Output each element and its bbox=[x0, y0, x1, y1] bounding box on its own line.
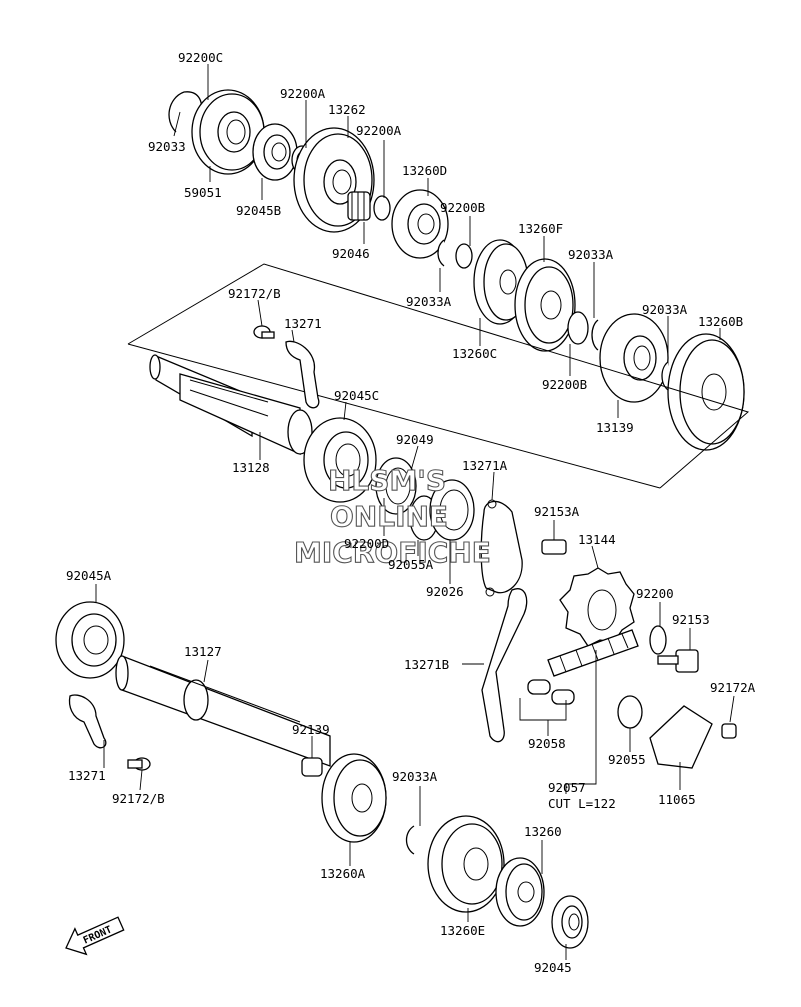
part-oring-92055 bbox=[617, 695, 643, 729]
part-washer-92200 bbox=[649, 625, 667, 655]
label-92200B-2: 92200B bbox=[542, 377, 587, 392]
label-13260A: 13260A bbox=[320, 866, 366, 881]
part-bearing-92045C bbox=[303, 417, 377, 503]
label-13262: 13262 bbox=[328, 102, 366, 117]
label-92026: 92026 bbox=[426, 584, 464, 599]
part-gear-13260B bbox=[667, 333, 745, 451]
label-92049: 92049 bbox=[396, 432, 434, 447]
label-92057: 92057 bbox=[548, 780, 586, 795]
leader-lines bbox=[95, 64, 735, 960]
part-bolt-92172A bbox=[721, 723, 737, 739]
label-92045C: 92045C bbox=[334, 388, 379, 403]
part-bolt-92172B-top bbox=[253, 325, 275, 339]
label-92200B-1: 92200B bbox=[440, 200, 485, 215]
label-13260B: 13260B bbox=[698, 314, 743, 329]
part-plate-13271A bbox=[480, 499, 523, 597]
front-arrow: FRONT bbox=[65, 916, 125, 956]
label-59051: 59051 bbox=[184, 185, 222, 200]
label-92200C: 92200C bbox=[178, 50, 223, 65]
label-92172A: 92172A bbox=[710, 680, 756, 695]
label-92172B-top: 92172/B bbox=[228, 286, 281, 301]
part-chain-92057 bbox=[547, 629, 639, 677]
label-92200A-2: 92200A bbox=[356, 123, 402, 138]
label-92200: 92200 bbox=[636, 586, 674, 601]
part-bolt-92172B-bot bbox=[127, 757, 151, 771]
label-13128: 13128 bbox=[232, 460, 270, 475]
label-92033A-3: 92033A bbox=[642, 302, 688, 317]
part-gear-13260E bbox=[427, 815, 505, 913]
label-92045A: 92045A bbox=[66, 568, 112, 583]
label-92139: 92139 bbox=[292, 722, 330, 737]
label-13127: 13127 bbox=[184, 644, 222, 659]
part-needle-bearing-92139 bbox=[301, 757, 323, 777]
label-92033A-2: 92033A bbox=[406, 294, 452, 309]
part-bolt-92153 bbox=[657, 649, 699, 673]
label-92045B: 92045B bbox=[236, 203, 281, 218]
part-gear-13260D bbox=[391, 189, 449, 259]
watermark-line-3: MICROFICHE bbox=[294, 536, 491, 569]
label-13271-top: 13271 bbox=[284, 316, 322, 331]
part-bearing-92045B bbox=[252, 123, 298, 181]
part-shaft-13128 bbox=[149, 354, 313, 456]
part-cover-11065 bbox=[649, 705, 713, 769]
label-92055: 92055 bbox=[608, 752, 646, 767]
watermark: HLSM'S ONLINE MICROFICHE bbox=[293, 463, 491, 569]
part-circlip-92033A-4 bbox=[405, 825, 415, 855]
part-master-link-92058 bbox=[527, 679, 575, 705]
part-bracket-13271-bot bbox=[68, 694, 107, 749]
part-gear-13260A bbox=[321, 753, 387, 843]
label-92045: 92045 bbox=[534, 960, 572, 975]
part-circlip-92033A-3 bbox=[661, 361, 669, 391]
part-bearing-92045 bbox=[551, 895, 589, 949]
label-13271B: 13271B bbox=[404, 657, 449, 672]
part-bolt-92153A bbox=[541, 539, 567, 555]
part-hub-13139 bbox=[599, 313, 669, 403]
label-92153A: 92153A bbox=[534, 504, 580, 519]
label-92200D: 92200D bbox=[344, 536, 389, 551]
label-92055A: 92055A bbox=[388, 557, 434, 572]
part-gear-13260F bbox=[514, 258, 576, 352]
label-92033A-1: 92033A bbox=[568, 247, 614, 262]
label-cut-length: CUT L=122 bbox=[548, 796, 616, 811]
label-92200A-1: 92200A bbox=[280, 86, 326, 101]
label-13144: 13144 bbox=[578, 532, 616, 547]
watermark-line-2: ONLINE bbox=[330, 500, 448, 533]
label-13271-bot: 13271 bbox=[68, 768, 106, 783]
label-13260F: 13260F bbox=[518, 221, 563, 236]
part-circlip-92033A-2 bbox=[591, 319, 599, 351]
label-92033-top: 92033 bbox=[148, 139, 186, 154]
part-washer-92200B bbox=[455, 243, 473, 269]
label-92172B-bot: 92172/B bbox=[112, 791, 165, 806]
part-gear-13260 bbox=[495, 857, 545, 927]
label-13260C: 13260C bbox=[452, 346, 497, 361]
part-bearing-92045A bbox=[55, 601, 125, 679]
part-collar-92049 bbox=[375, 457, 417, 515]
label-92058: 92058 bbox=[528, 736, 566, 751]
part-seal-92026 bbox=[429, 479, 475, 541]
part-gear-59051 bbox=[191, 89, 265, 175]
part-shaft-13127 bbox=[115, 655, 331, 767]
part-bracket-13271-top bbox=[285, 340, 320, 409]
watermark-line-1: HLSM'S bbox=[328, 464, 446, 497]
label-13271A: 13271A bbox=[462, 458, 508, 473]
label-92153: 92153 bbox=[672, 612, 710, 627]
part-needle-bearing-92046 bbox=[347, 191, 371, 221]
label-13260: 13260 bbox=[524, 824, 562, 839]
part-circlip-92033A-1 bbox=[437, 239, 445, 267]
part-sprocket-13144 bbox=[559, 567, 635, 647]
part-labels: 92200C 92033 59051 92200A 13262 92200A 9… bbox=[66, 50, 756, 975]
label-11065: 11065 bbox=[658, 792, 696, 807]
part-washer-92200B-2 bbox=[567, 311, 589, 345]
label-92033A-4: 92033A bbox=[392, 769, 438, 784]
part-washer-92200A-2 bbox=[373, 195, 391, 221]
label-13260D: 13260D bbox=[402, 163, 447, 178]
label-13260E: 13260E bbox=[440, 923, 485, 938]
label-13139: 13139 bbox=[596, 420, 634, 435]
part-chain-guide-13271B bbox=[481, 588, 528, 743]
label-92046: 92046 bbox=[332, 246, 370, 261]
shaft-frame bbox=[127, 263, 750, 489]
